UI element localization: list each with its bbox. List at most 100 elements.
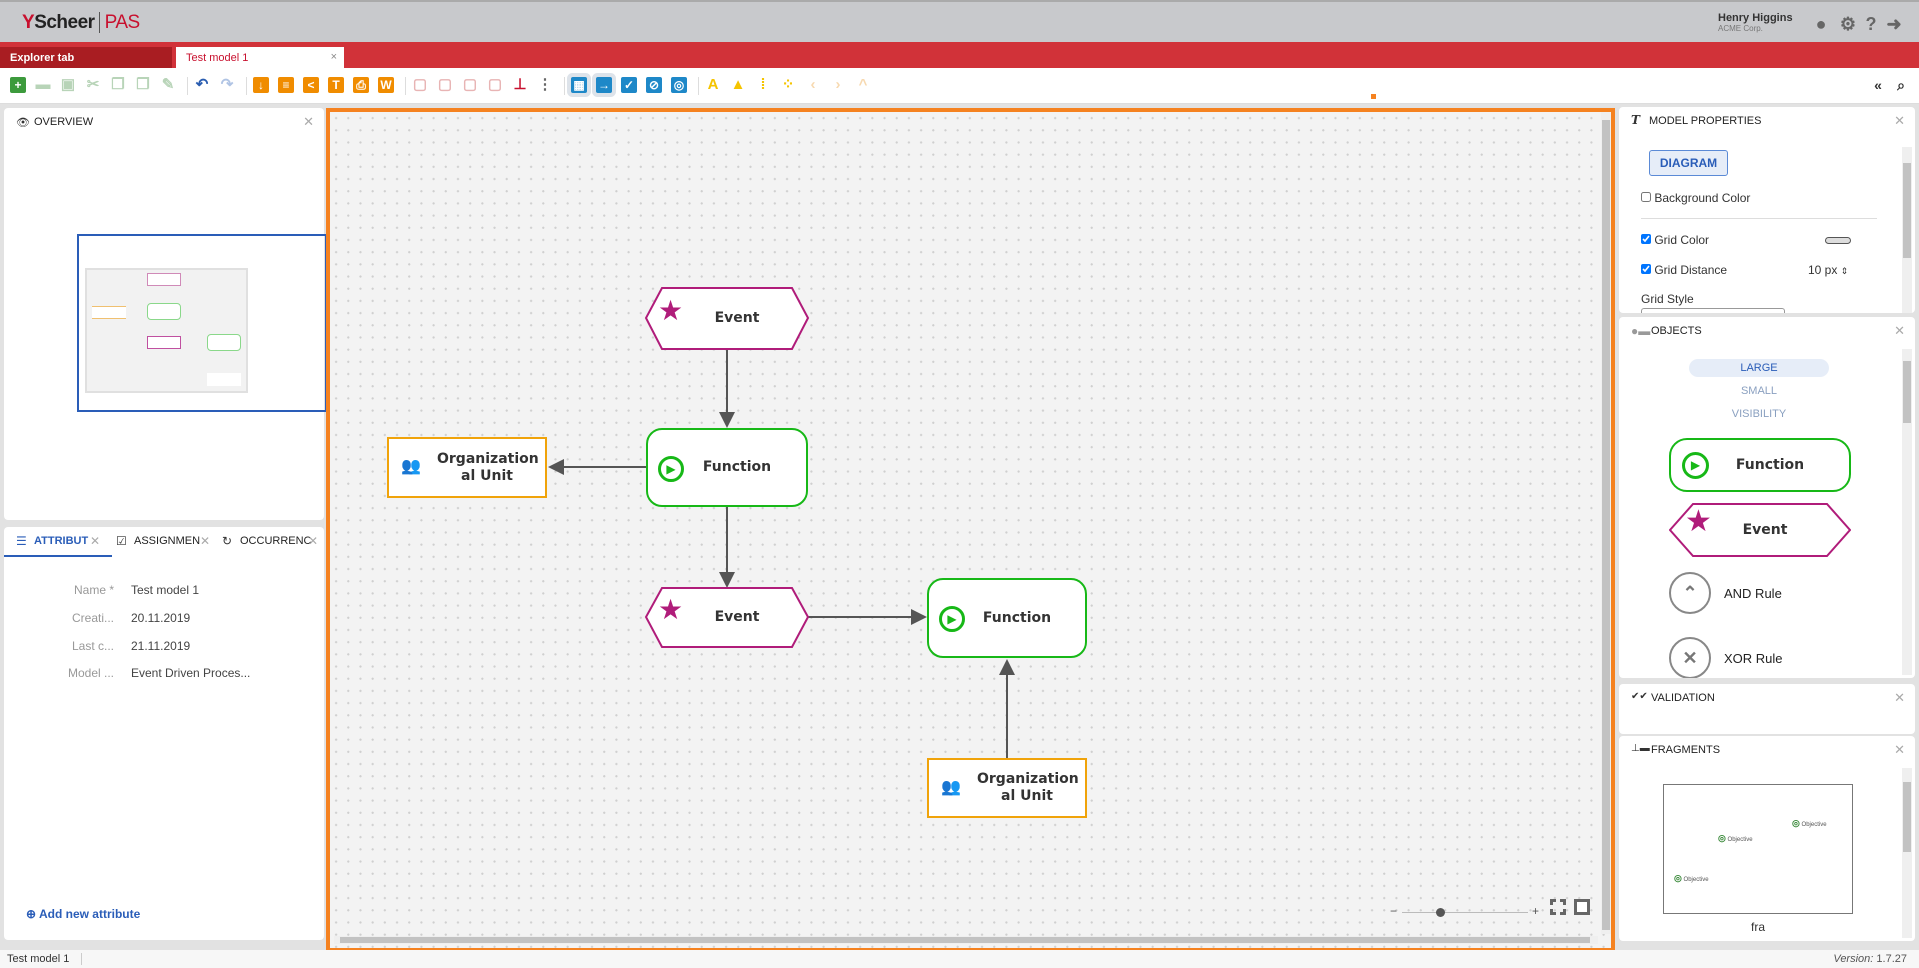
- tab-attributes[interactable]: ☰ ATTRIBUT ✕: [4, 527, 112, 557]
- redo-icon[interactable]: ↷: [220, 76, 234, 93]
- grid-distance-option[interactable]: Grid Distance: [1641, 263, 1727, 277]
- bring-front-icon[interactable]: ▢: [412, 76, 428, 93]
- diagram-button[interactable]: DIAGRAM: [1649, 150, 1728, 176]
- scrollbar[interactable]: [1902, 768, 1912, 938]
- import-icon[interactable]: ↓: [253, 77, 269, 93]
- new-model-icon[interactable]: +: [10, 77, 26, 93]
- more-icon[interactable]: ⋮: [537, 76, 553, 93]
- fragment-thumbnail[interactable]: ◎ Objective ◎ Objective ◎ Objective: [1663, 784, 1853, 914]
- tab-test-model-1[interactable]: Test model 1×: [176, 47, 344, 68]
- overview-viewport[interactable]: [77, 234, 327, 412]
- scrollbar[interactable]: [1902, 147, 1912, 313]
- gear-icon[interactable]: ⚙: [1839, 14, 1857, 34]
- copy-icon[interactable]: ❐: [111, 76, 125, 93]
- grid-color-swatch[interactable]: [1825, 237, 1851, 244]
- search-icon[interactable]: ⌕: [1897, 77, 1905, 93]
- share-icon[interactable]: <: [303, 77, 319, 93]
- scrollbar[interactable]: [1902, 349, 1912, 675]
- close-tab-icon[interactable]: ×: [330, 51, 337, 63]
- text-icon: T: [1631, 113, 1640, 127]
- fit-screen-icon[interactable]: [1550, 899, 1566, 915]
- grid-distance-stepper[interactable]: 10 px ⇕: [1808, 263, 1848, 277]
- background-color-option[interactable]: Background Color: [1641, 191, 1750, 205]
- tab-assignments[interactable]: ☑ ASSIGNMEN ✕: [112, 527, 218, 557]
- duplicate-icon[interactable]: ▣: [60, 76, 76, 93]
- checkbox-icon[interactable]: ✓: [621, 77, 637, 93]
- export-icon[interactable]: ≡: [278, 77, 294, 93]
- close-icon[interactable]: ✕: [303, 114, 314, 129]
- close-icon[interactable]: ✕: [1894, 690, 1905, 705]
- star-icon: ★: [658, 294, 684, 327]
- previous-icon[interactable]: ‹: [810, 76, 816, 93]
- zoom-slider[interactable]: [1402, 908, 1528, 917]
- cut-icon[interactable]: ✂: [86, 76, 100, 93]
- paste-icon[interactable]: ❐: [136, 76, 150, 93]
- palette-and-rule[interactable]: ⌃AND Rule: [1669, 572, 1869, 616]
- format-painter-icon[interactable]: ✎: [161, 76, 175, 93]
- grid-layout-icon[interactable]: ▦: [571, 77, 587, 93]
- grid-style-select[interactable]: [1641, 308, 1785, 313]
- fragment-name: fra: [1750, 920, 1765, 934]
- function-node[interactable]: ▶Function: [927, 578, 1087, 658]
- objects-tab-large[interactable]: LARGE: [1689, 359, 1829, 377]
- pin-icon[interactable]: T: [328, 77, 344, 93]
- toggle-icon[interactable]: ◎: [671, 77, 687, 93]
- zoom-in-button[interactable]: +: [1532, 904, 1540, 918]
- text-icon[interactable]: A: [707, 76, 719, 93]
- columns-icon[interactable]: ⁞: [760, 76, 766, 93]
- org-unit-node[interactable]: 👥Organization al Unit: [927, 758, 1087, 818]
- palette-function[interactable]: ▶Function: [1669, 438, 1851, 492]
- close-icon[interactable]: ✕: [308, 534, 319, 548]
- xor-rule-icon: ✕: [1669, 637, 1711, 678]
- zoom-slider-handle[interactable]: [1435, 908, 1445, 917]
- send-back-icon[interactable]: ▢: [437, 76, 453, 93]
- add-attribute-button[interactable]: ⊕ Add new attribute: [26, 907, 140, 921]
- undo-icon[interactable]: ↶: [195, 76, 209, 93]
- org-unit-node[interactable]: 👥Organization al Unit: [387, 437, 547, 498]
- event-node[interactable]: ★Event: [646, 288, 808, 349]
- delete-icon[interactable]: ▬: [35, 76, 51, 93]
- print-icon[interactable]: ⎙: [353, 77, 369, 93]
- collapse-panels-icon[interactable]: «: [1874, 77, 1882, 93]
- tab-occurrences[interactable]: ↻ OCCURRENC ✕: [218, 527, 324, 557]
- logout-icon[interactable]: ➜: [1886, 14, 1902, 34]
- vertical-scrollbar[interactable]: [1601, 112, 1611, 934]
- grid-color-option[interactable]: Grid Color: [1641, 233, 1709, 247]
- event-node[interactable]: ★Event: [646, 588, 808, 647]
- word-export-icon[interactable]: W: [378, 77, 394, 93]
- background-color-checkbox[interactable]: [1641, 192, 1651, 202]
- function-node[interactable]: ▶Function: [646, 428, 808, 507]
- close-icon[interactable]: ✕: [1894, 113, 1905, 128]
- resize-handle[interactable]: [1371, 94, 1376, 99]
- close-icon[interactable]: ✕: [1894, 323, 1905, 338]
- user-icon[interactable]: ●: [1815, 14, 1827, 34]
- model-canvas[interactable]: ★Event ▶Function 👥Organization al Unit ★…: [326, 108, 1615, 952]
- grid-distance-checkbox[interactable]: [1641, 264, 1651, 274]
- connect-icon[interactable]: →: [596, 77, 612, 93]
- close-icon[interactable]: ✕: [90, 534, 101, 548]
- objects-tab-small[interactable]: SMALL: [1740, 385, 1778, 397]
- close-icon[interactable]: ✕: [200, 534, 211, 548]
- palette-event[interactable]: ★Event: [1669, 503, 1851, 557]
- up-icon[interactable]: ^: [858, 76, 868, 93]
- hide-icon[interactable]: ⊘: [646, 77, 662, 93]
- bring-forward-icon[interactable]: ▢: [462, 76, 478, 93]
- grid-color-checkbox[interactable]: [1641, 234, 1651, 244]
- palette-xor-rule[interactable]: ✕XOR Rule: [1669, 637, 1869, 678]
- rows-icon[interactable]: ⁘: [781, 76, 795, 93]
- next-icon[interactable]: ›: [835, 76, 841, 93]
- hierarchy-icon[interactable]: ⊥: [513, 76, 527, 93]
- node-label: Organization al Unit: [437, 450, 539, 484]
- help-icon[interactable]: ?: [1865, 14, 1877, 34]
- actual-size-icon[interactable]: [1574, 899, 1590, 915]
- objects-tab-visibility[interactable]: VISIBILITY: [1731, 408, 1787, 420]
- objects-icon: ●▬: [1631, 324, 1651, 338]
- close-icon[interactable]: ✕: [1894, 742, 1905, 757]
- zoom-out-button[interactable]: −: [1390, 904, 1398, 918]
- horizontal-scrollbar[interactable]: [334, 936, 1598, 944]
- attr-value: 21.11.2019: [131, 639, 191, 653]
- send-backward-icon[interactable]: ▢: [487, 76, 503, 93]
- image-icon[interactable]: ▲: [730, 76, 746, 93]
- tab-explorer[interactable]: Explorer tab: [0, 47, 172, 68]
